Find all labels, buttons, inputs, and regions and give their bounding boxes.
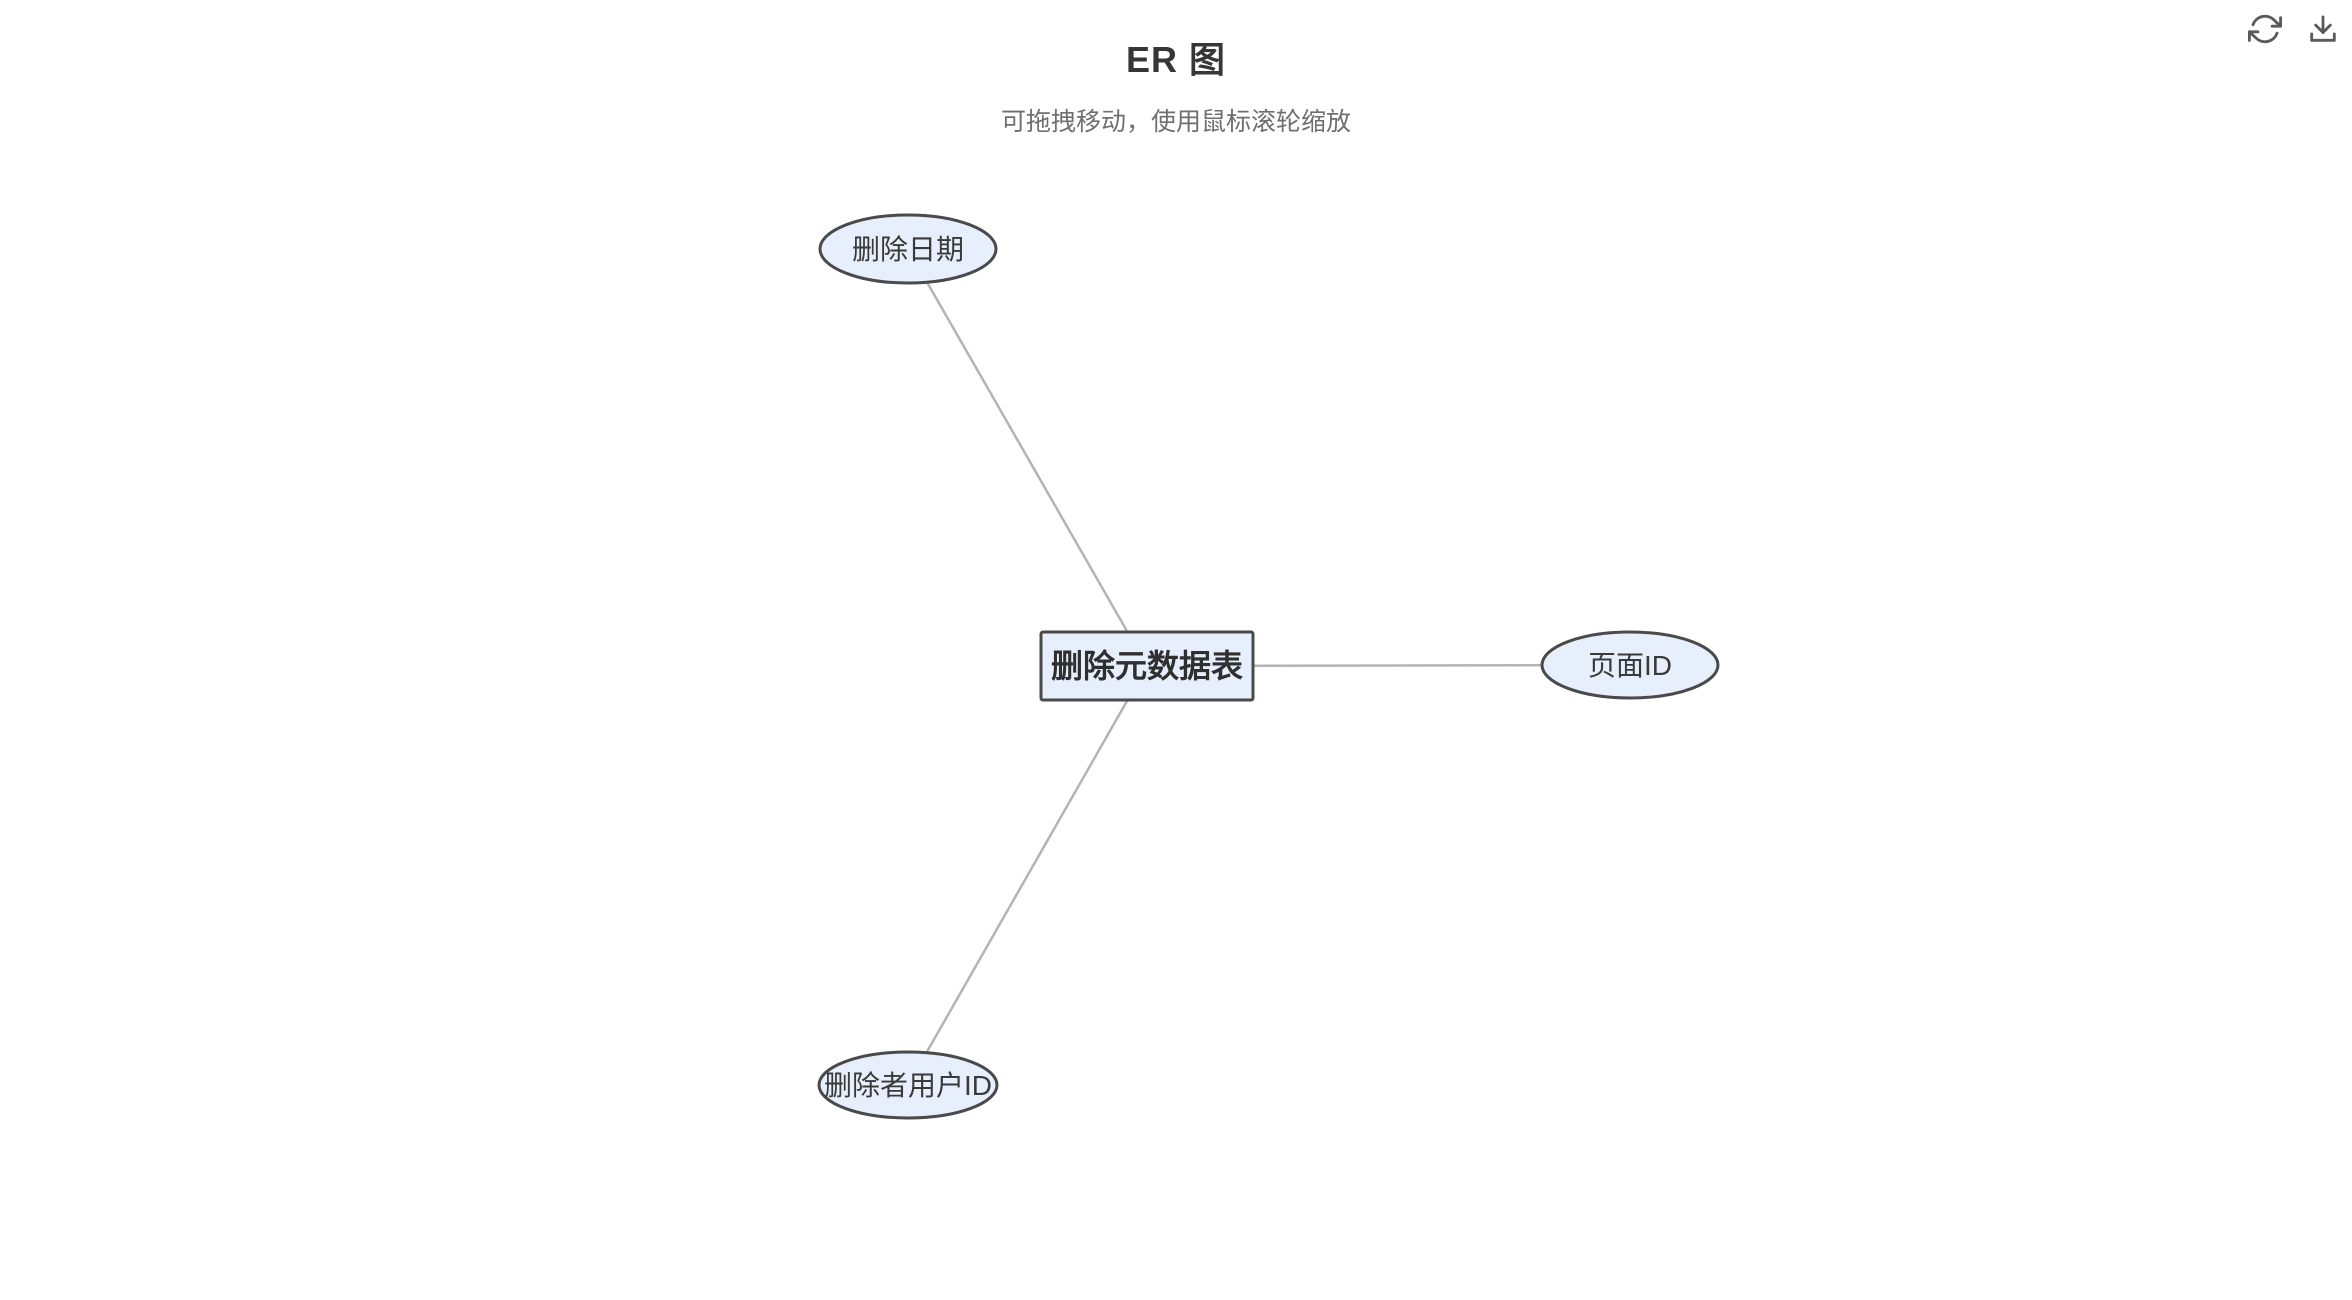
entity-node[interactable]: 删除元数据表 <box>1039 630 1255 702</box>
attribute-shape[interactable] <box>818 213 998 285</box>
edge-line-entity-to-delete-date <box>906 248 1149 667</box>
attribute-shape[interactable] <box>817 1050 999 1120</box>
attribute-shape[interactable] <box>1540 630 1720 700</box>
attribute-node-deleter-user-id[interactable]: 删除者用户ID <box>817 1050 999 1120</box>
edge-line-entity-to-deleter-user-id <box>906 665 1149 1086</box>
entity-shape[interactable] <box>1039 630 1255 702</box>
download-button[interactable] <box>2302 8 2344 50</box>
refresh-icon <box>2248 14 2282 44</box>
toolbar <box>2244 8 2344 50</box>
download-icon <box>2310 15 2336 42</box>
attribute-node-delete-date[interactable]: 删除日期 <box>818 213 998 285</box>
refresh-button[interactable] <box>2244 8 2286 50</box>
attribute-node-page-id[interactable]: 页面ID <box>1540 630 1720 700</box>
